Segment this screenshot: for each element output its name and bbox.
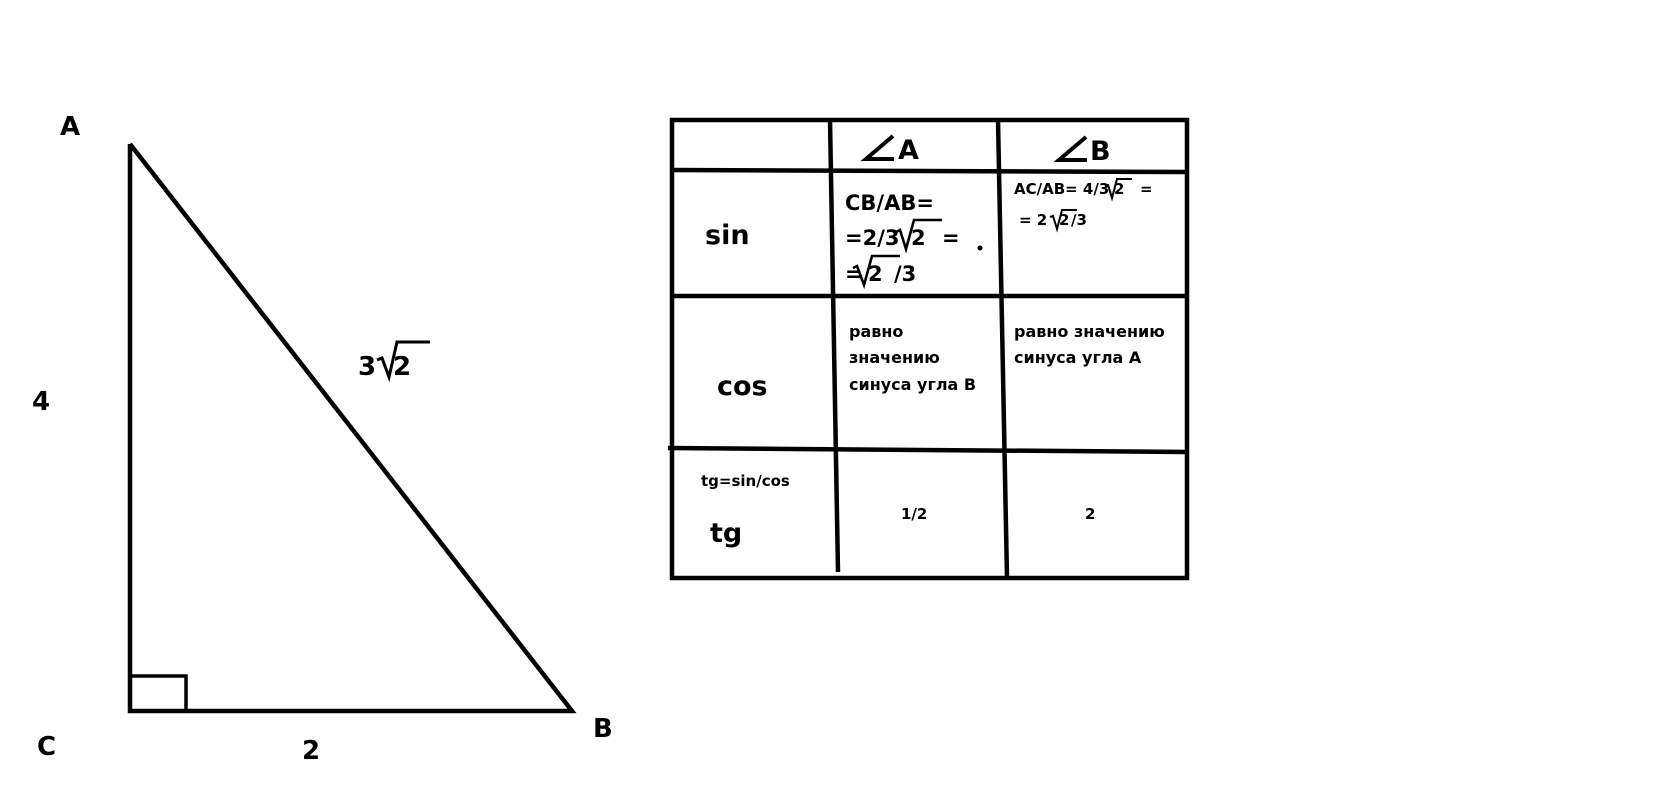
sin-b-line2-pre: = 2 <box>1019 211 1047 229</box>
side-label-ab-coef: 3 <box>358 352 376 382</box>
triangle: A B C 4 2 3 2 <box>32 112 613 766</box>
row-label-tg: tg <box>710 518 742 549</box>
row-label-cos: cos <box>717 371 768 402</box>
sin-a-cell: CB/AB= =2/3 2 = = 2 /3 <box>845 191 983 290</box>
vertex-label-a: A <box>60 112 80 142</box>
table-border <box>669 117 1190 581</box>
table-grid <box>667 117 1190 581</box>
vertex-label-c: C <box>37 732 56 762</box>
vertex-label-b: B <box>593 714 613 744</box>
cos-a-cell: равно значению синуса угла B <box>849 322 976 394</box>
table-col-line-1 <box>827 119 841 573</box>
sin-b-line1-post: = <box>1140 180 1153 198</box>
sin-b-line2-radicand: 2 <box>1059 211 1069 229</box>
angle-symbol-icon <box>860 134 895 161</box>
table-row-cos: cos равно значению синуса угла B равно з… <box>717 322 1165 402</box>
cos-b-cell: равно значению синуса угла А <box>1014 322 1165 367</box>
table-row-tg: tg=sin/cos tg 1/2 2 <box>701 472 1095 549</box>
right-angle-marker <box>130 674 188 711</box>
side-label-ab-radicand: 2 <box>393 352 411 382</box>
stray-dot <box>977 245 983 251</box>
tg-a-value: 1/2 <box>901 505 927 523</box>
triangle-outline <box>127 142 577 714</box>
sin-a-line3-post: /3 <box>894 262 916 286</box>
cos-a-line1: равно <box>849 322 903 341</box>
table-row-line-1 <box>671 167 1188 175</box>
tg-b-value: 2 <box>1085 505 1095 523</box>
table-row-sin: sin CB/AB= =2/3 2 = = 2 /3 AC/AB= 4/3 2 … <box>705 178 1153 290</box>
radical-sign-icon <box>376 340 430 383</box>
radical-sign-icon <box>1104 178 1132 202</box>
sin-a-line2-radicand: 2 <box>911 226 926 250</box>
side-label-ac: 4 <box>32 387 50 417</box>
tg-formula: tg=sin/cos <box>701 472 790 490</box>
sin-a-line2-pre: =2/3 <box>845 226 900 250</box>
cos-a-line2: значению <box>849 348 940 367</box>
row-label-sin: sin <box>705 220 750 251</box>
radical-sign-icon <box>1049 209 1077 233</box>
cos-b-line1: равно значению <box>1014 322 1165 341</box>
sin-a-line3-radicand: 2 <box>868 262 883 286</box>
header-angle-a: A <box>898 135 919 166</box>
radical-sign-icon <box>852 254 900 290</box>
side-label-ab: 3 2 <box>358 340 430 383</box>
table-col-line-2 <box>995 119 1010 579</box>
sin-b-line2-post: /3 <box>1071 211 1087 229</box>
sin-b-line1-radicand: 2 <box>1114 180 1124 198</box>
sin-a-line2-post: = <box>942 226 960 250</box>
sin-b-line1-pre: AC/AB= 4/3 <box>1014 180 1109 198</box>
table-row-line-3 <box>667 445 1188 455</box>
table-header-row: A B <box>860 134 1111 167</box>
header-angle-b: B <box>1090 136 1111 167</box>
cos-b-line2: синуса угла А <box>1014 348 1142 367</box>
radical-sign-icon <box>895 218 942 254</box>
angle-symbol-icon <box>1053 135 1088 162</box>
cos-a-line3: синуса угла B <box>849 375 976 394</box>
side-label-cb: 2 <box>302 736 320 766</box>
sin-b-cell: AC/AB= 4/3 2 = = 2 2 /3 <box>1014 178 1153 233</box>
sin-a-line1: CB/AB= <box>845 191 934 215</box>
